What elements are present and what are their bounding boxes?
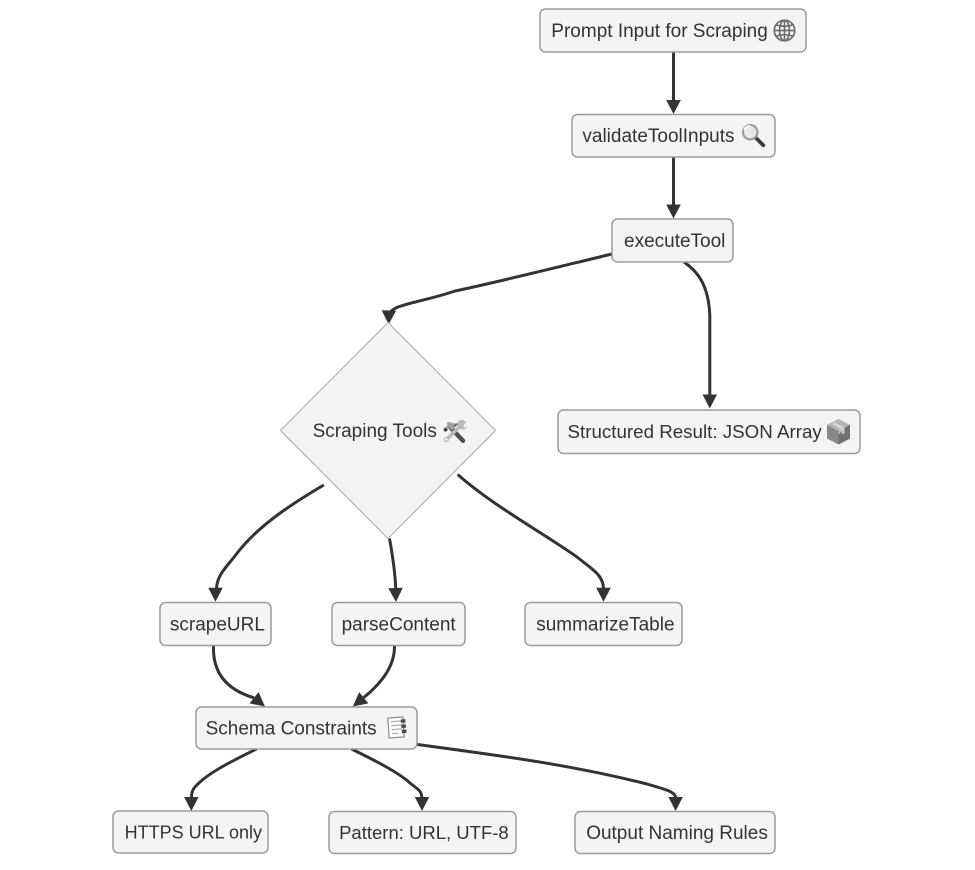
svg-text:validateToolInputs: validateToolInputs xyxy=(582,126,734,147)
svg-text:Output Naming Rules: Output Naming Rules xyxy=(586,823,768,844)
svg-text:Scraping Tools: Scraping Tools xyxy=(313,421,437,442)
svg-text:scrapeURL: scrapeURL xyxy=(170,615,265,636)
svg-text:Structured Result: JSON Array: Structured Result: JSON Array xyxy=(568,421,823,442)
svg-text:parseContent: parseContent xyxy=(342,615,457,636)
svg-text:summarizeTable: summarizeTable xyxy=(536,615,674,636)
svg-text:Schema Constraints: Schema Constraints xyxy=(206,719,377,740)
svg-text:HTTPS URL only: HTTPS URL only xyxy=(125,823,262,843)
svg-text:Pattern: URL, UTF-8: Pattern: URL, UTF-8 xyxy=(339,822,509,843)
svg-text:Prompt Input for Scraping: Prompt Input for Scraping xyxy=(551,21,768,42)
svg-text:executeTool: executeTool xyxy=(624,231,725,252)
